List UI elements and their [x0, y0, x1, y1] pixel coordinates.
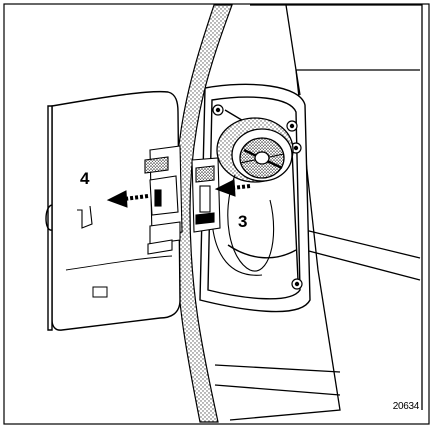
- removal-arrow-left: [106, 190, 149, 208]
- fuel-flap: [45, 90, 181, 331]
- press-arrow-item-3: [214, 179, 251, 197]
- image-border: [3, 3, 430, 425]
- door-seal-strip: [174, 4, 233, 423]
- figure-reference-number: 20634: [392, 401, 420, 412]
- cap-tether: [227, 174, 275, 272]
- callout-label-3: 3: [238, 212, 248, 231]
- recess-hinge-block: [191, 157, 221, 233]
- cap-tether-lower: [211, 221, 263, 276]
- flap-hinge-clip: [144, 145, 183, 255]
- callout-label-4: 4: [80, 169, 90, 188]
- filler-cap: [216, 117, 294, 183]
